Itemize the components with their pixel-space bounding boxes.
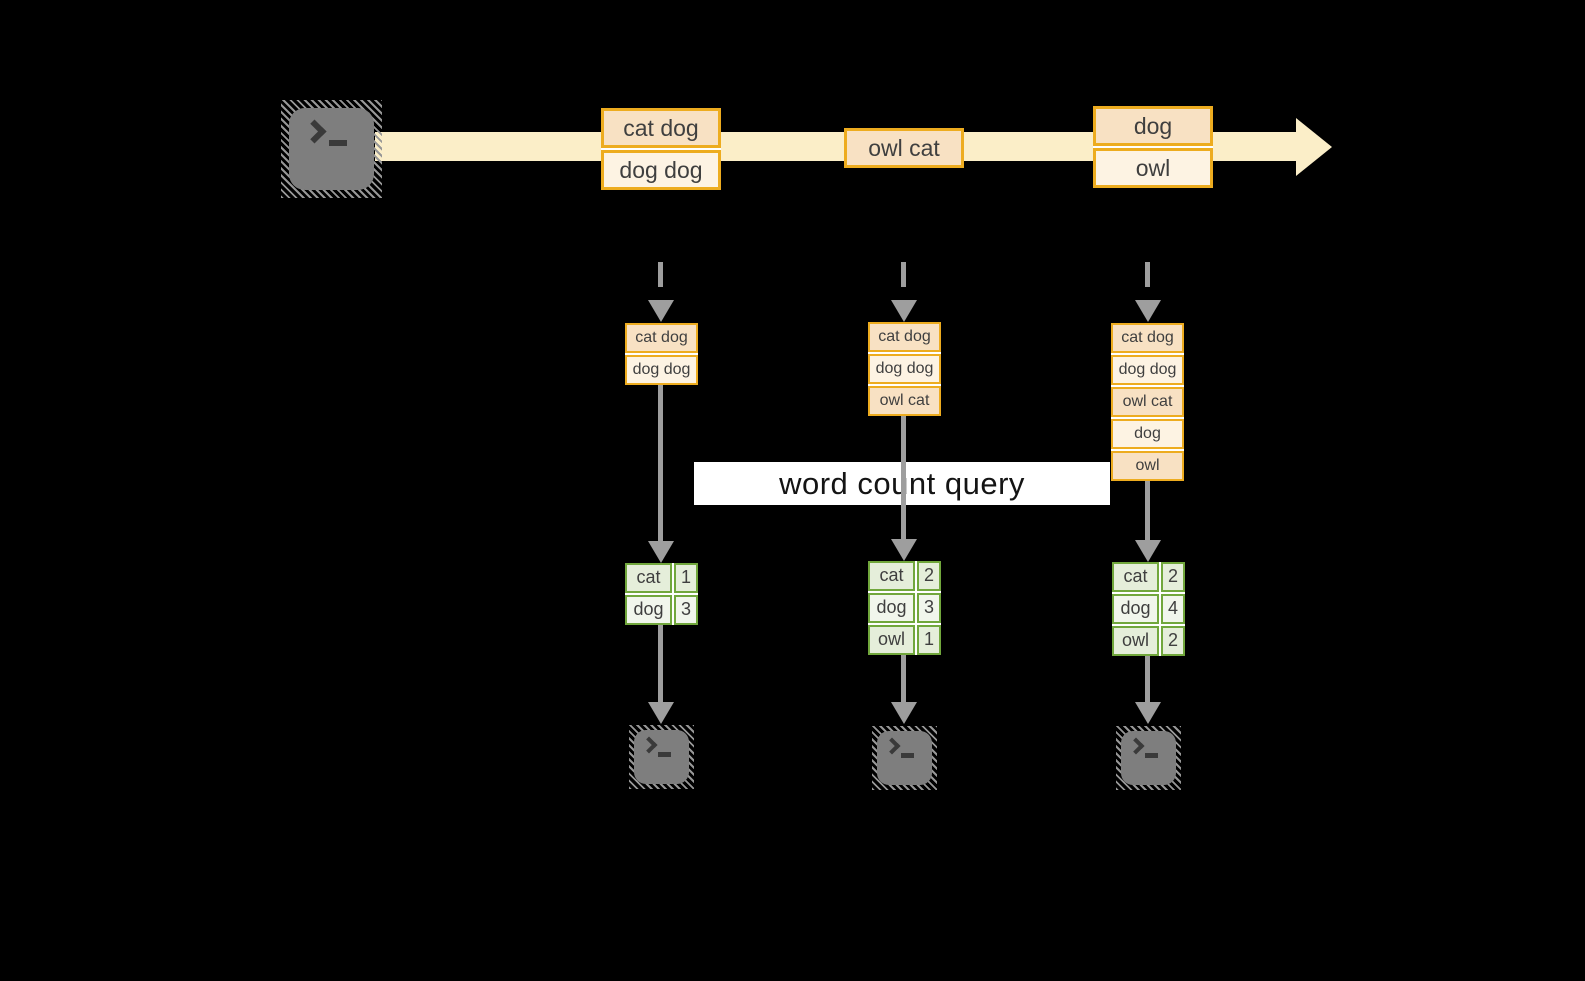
output-arrow-line <box>901 655 906 702</box>
ingest-arrow-dash <box>901 262 906 287</box>
state-row: dog dog <box>1111 355 1184 385</box>
terminal-screen <box>877 731 932 785</box>
count-value-cell: 4 <box>1161 594 1185 624</box>
state-row: cat dog <box>625 323 698 353</box>
ingest-arrow-dash <box>1145 262 1150 287</box>
state-row: owl cat <box>1111 387 1184 417</box>
count-word-cell: cat <box>1112 562 1159 592</box>
query-arrow-line <box>1145 481 1150 540</box>
prompt-cursor-icon <box>658 752 671 757</box>
output-arrow-line <box>658 625 663 702</box>
count-value-cell: 1 <box>917 625 941 655</box>
stream-event-row: dog <box>1093 106 1213 146</box>
state-row: dog dog <box>868 354 941 384</box>
ingest-arrowhead-icon <box>648 300 674 322</box>
prompt-cursor-icon <box>329 140 347 146</box>
state-row: owl <box>1111 451 1184 481</box>
stream-event-row: dog dog <box>601 150 721 190</box>
count-value-cell: 3 <box>674 595 698 625</box>
stream-event-box: owl cat <box>844 128 964 168</box>
sink-terminal-icon <box>872 726 937 790</box>
terminal-screen <box>634 730 689 784</box>
state-row: cat dog <box>1111 323 1184 353</box>
output-arrow-line <box>1145 656 1150 702</box>
count-word-cell: dog <box>1112 594 1159 624</box>
ingest-arrow-dash <box>658 262 663 287</box>
count-word-cell: cat <box>625 563 672 593</box>
query-arrow-line <box>658 385 663 541</box>
count-word-cell: cat <box>868 561 915 591</box>
output-arrowhead-icon <box>1135 702 1161 724</box>
count-word-cell: dog <box>625 595 672 625</box>
state-row: dog <box>1111 419 1184 449</box>
stream-event-row: owl cat <box>844 128 964 168</box>
state-row: dog dog <box>625 355 698 385</box>
count-value-cell: 2 <box>917 561 941 591</box>
stream-event-row: owl <box>1093 148 1213 188</box>
state-row: cat dog <box>868 322 941 352</box>
prompt-chevron-icon <box>883 737 901 755</box>
query-arrowhead-icon <box>648 541 674 563</box>
ingest-arrowhead-icon <box>1135 300 1161 322</box>
output-arrowhead-icon <box>648 702 674 724</box>
output-arrowhead-icon <box>891 702 917 724</box>
prompt-cursor-icon <box>901 753 914 758</box>
ingest-arrowhead-icon <box>891 300 917 322</box>
count-value-cell: 2 <box>1161 562 1185 592</box>
prompt-chevron-icon <box>1127 737 1145 755</box>
query-arrow-line <box>901 416 906 539</box>
count-value-cell: 3 <box>917 593 941 623</box>
source-terminal-icon <box>281 100 382 198</box>
count-word-cell: owl <box>868 625 915 655</box>
stream-arrowhead-icon <box>1296 118 1332 176</box>
prompt-chevron-icon <box>302 119 327 144</box>
stream-event-row: cat dog <box>601 108 721 148</box>
count-value-cell: 1 <box>674 563 698 593</box>
query-arrowhead-icon <box>891 539 917 561</box>
count-value-cell: 2 <box>1161 626 1185 656</box>
terminal-screen <box>1121 731 1176 785</box>
prompt-chevron-icon <box>640 736 658 754</box>
count-word-cell: owl <box>1112 626 1159 656</box>
sink-terminal-icon <box>629 725 694 789</box>
sink-terminal-icon <box>1116 726 1181 790</box>
prompt-cursor-icon <box>1145 753 1158 758</box>
state-row: owl cat <box>868 386 941 416</box>
terminal-screen <box>289 108 374 190</box>
query-arrowhead-icon <box>1135 540 1161 562</box>
count-word-cell: dog <box>868 593 915 623</box>
